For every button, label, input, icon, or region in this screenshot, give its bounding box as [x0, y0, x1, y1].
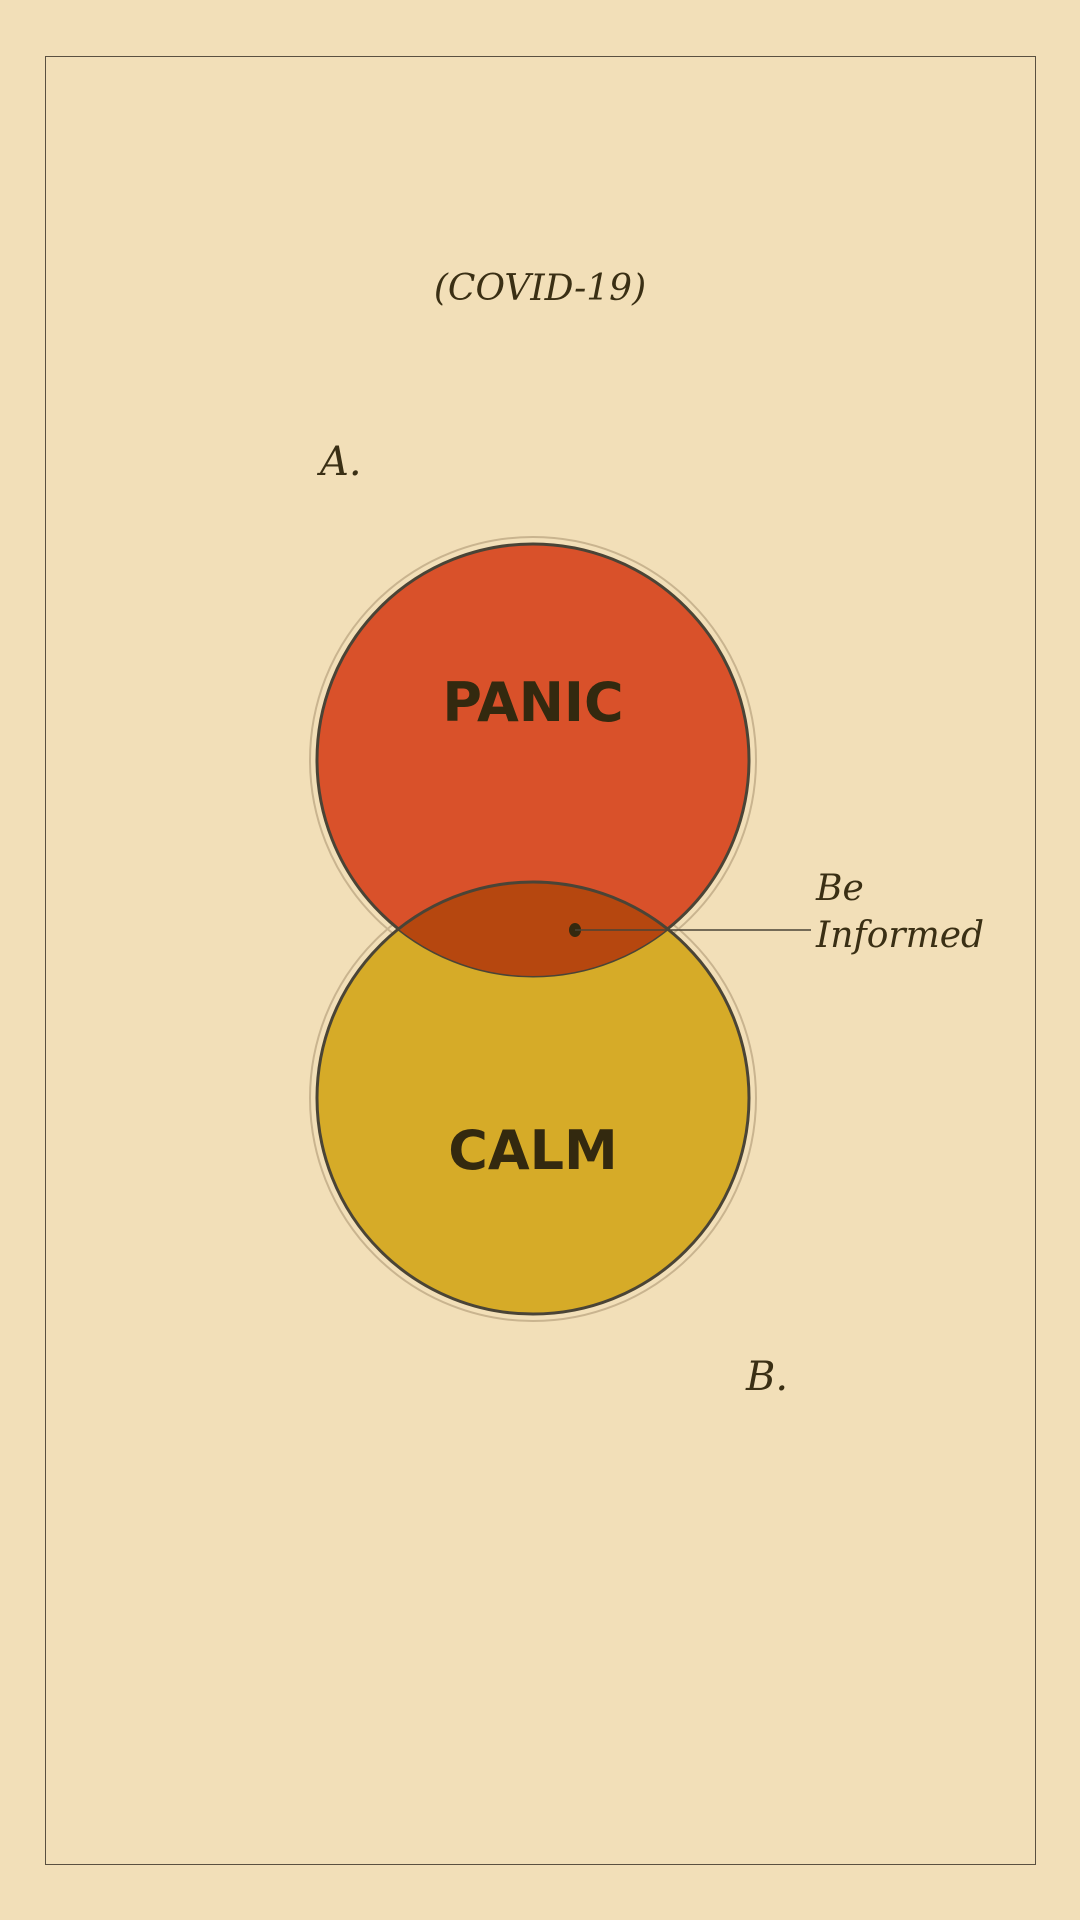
page-border — [45, 56, 1036, 1865]
overlap-region — [317, 880, 749, 976]
panic-label: PANIC — [442, 671, 623, 734]
annotation-line1: Be — [815, 868, 864, 909]
calm-label: CALM — [448, 1119, 618, 1182]
label-b: B. — [745, 1354, 788, 1400]
annotation-line2: Informed — [815, 915, 984, 956]
label-a: A. — [316, 439, 362, 485]
title: (COVID-19) — [434, 268, 646, 309]
